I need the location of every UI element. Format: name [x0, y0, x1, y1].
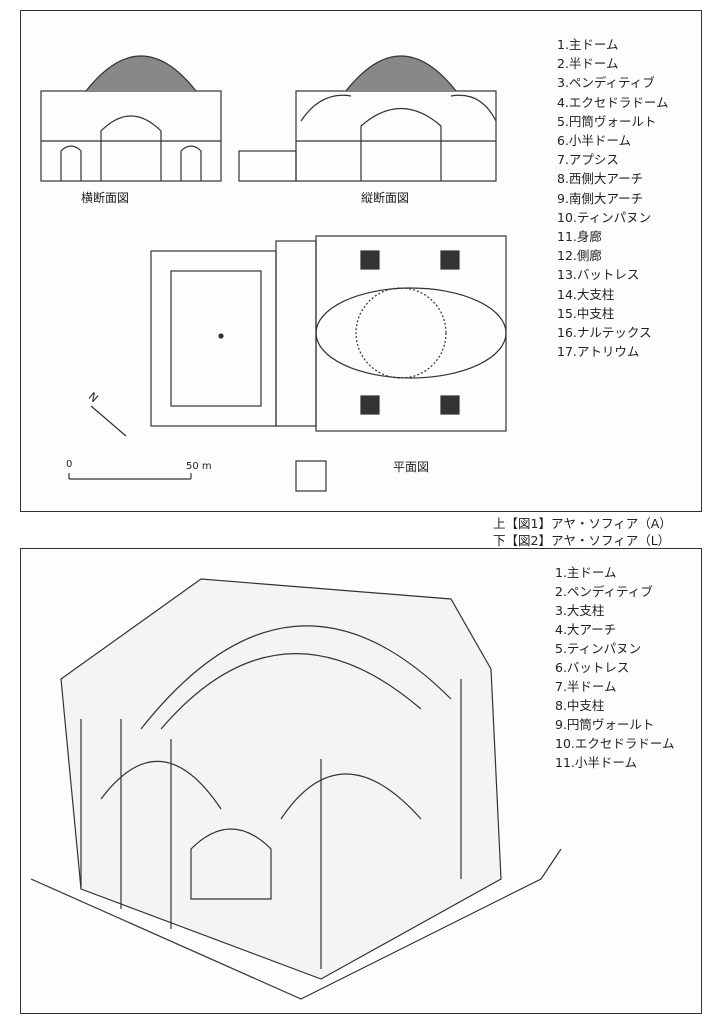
- figure-1-legend: 1.主ドーム 2.半ドーム 3.ペンディティブ 4.エクセドラドーム 5.円筒ヴ…: [557, 35, 669, 361]
- caption-figure-1: 上【図1】アヤ・ソフィア（A）: [493, 516, 672, 531]
- plan-label: 平面図: [393, 460, 430, 474]
- north-arrow: [90, 405, 127, 437]
- legend-item: 9.円筒ヴォールト: [555, 717, 655, 732]
- scale-start: 0: [66, 459, 73, 470]
- legend-item: 11.小半ドーム: [555, 755, 638, 770]
- figure-2-legend: 1.主ドーム 2.ペンディティブ 3.大支柱 4.大アーチ 5.ティンパヌン 6…: [555, 563, 675, 772]
- legend-item: 13.バットレス: [557, 267, 640, 283]
- legend-item: 1.主ドーム: [555, 565, 617, 580]
- legend-item: 16.ナルテックス: [557, 325, 652, 341]
- legend-item: 14.大支柱: [557, 286, 615, 302]
- legend-item: 10.ティンパヌン: [557, 209, 652, 225]
- legend-item: 2.半ドーム: [557, 56, 619, 72]
- legend-item: 3.大支柱: [555, 603, 605, 618]
- legend-item: 5.円筒ヴォールト: [557, 113, 657, 129]
- legend-item: 11.身廊: [557, 229, 602, 245]
- legend-item: 5.ティンパヌン: [555, 641, 642, 656]
- longitudinal-section-drawing: [238, 55, 497, 182]
- legend-item: 6.小半ドーム: [557, 133, 632, 149]
- isometric-cutaway-drawing: [30, 578, 562, 1000]
- legend-item: 12.側廊: [557, 248, 602, 264]
- caption-figure-2: 下【図2】アヤ・ソフィア（L）: [493, 533, 671, 548]
- legend-item: 4.エクセドラドーム: [557, 94, 669, 110]
- legend-item: 15.中支柱: [557, 305, 615, 321]
- legend-item: 6.バットレス: [555, 660, 630, 675]
- legend-item: 17.アトリウム: [557, 344, 640, 360]
- plan-drawing: [150, 235, 507, 492]
- cross-section-label: 横断面図: [81, 191, 130, 205]
- figure-1-panel: 横断面図 縦断面図 平面図 0 50 m N 1.主ドーム 2.半ドーム 3.ペ…: [20, 10, 702, 512]
- legend-item: 2.ペンディティブ: [555, 584, 653, 599]
- legend-item: 1.主ドーム: [557, 37, 619, 52]
- legend-item: 10.エクセドラドーム: [555, 736, 675, 751]
- legend-item: 7.アプシス: [557, 152, 619, 168]
- legend-item: 4.大アーチ: [555, 622, 617, 637]
- hagia-sophia-drawings: [40, 55, 507, 492]
- legend-item: 8.中支柱: [555, 698, 605, 713]
- cross-section-drawing: [40, 55, 222, 182]
- legend-item: 9.南側大アーチ: [557, 190, 644, 206]
- figure-2-panel: 1.主ドーム 2.ペンディティブ 3.大支柱 4.大アーチ 5.ティンパヌン 6…: [20, 548, 702, 1014]
- scale-end: 50 m: [186, 461, 212, 472]
- long-section-label: 縦断面図: [361, 191, 410, 205]
- legend-item: 3.ペンディティブ: [557, 75, 655, 91]
- legend-item: 7.半ドーム: [555, 679, 617, 694]
- legend-item: 8.西側大アーチ: [557, 171, 644, 187]
- scale-bar: [68, 473, 192, 480]
